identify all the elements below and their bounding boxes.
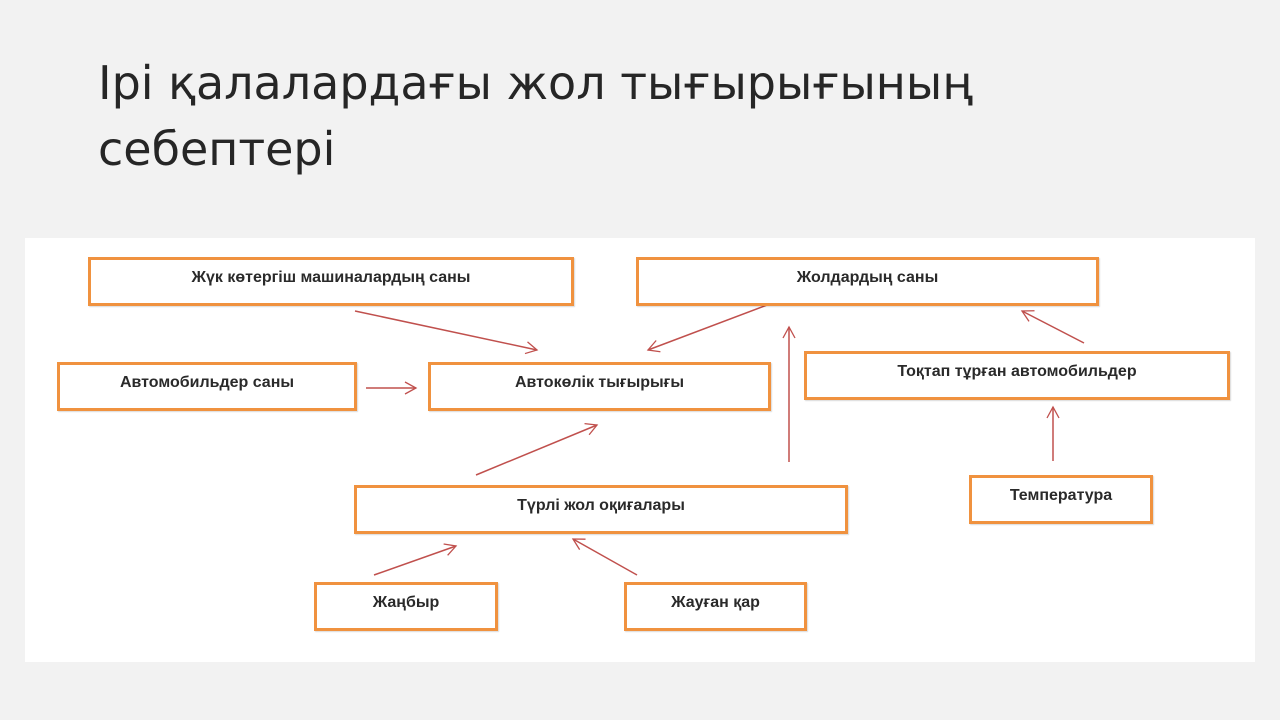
arrow-snow-to-accidents <box>571 538 638 576</box>
node-traffic-jam: Автокөлік тығырығы <box>428 362 771 411</box>
node-snow: Жауған қар <box>624 582 807 631</box>
arrow-trucks-to-jam <box>354 310 539 355</box>
slide-title-line1: Ірі қалалардағы жол тығырығының <box>98 56 973 110</box>
arrow-parked-to-roads <box>1020 310 1085 344</box>
arrow-roads-to-jam <box>646 304 768 353</box>
node-accidents: Түрлі жол оқиғалары <box>354 485 848 534</box>
arrow-rain-to-accidents <box>373 543 458 576</box>
slide-title-line2: себептері <box>98 122 336 176</box>
node-parked-cars: Тоқтап тұрған автомобильдер <box>804 351 1230 400</box>
node-temperature: Температура <box>969 475 1153 524</box>
arrow-accidents-to-jam <box>475 423 599 476</box>
node-cars-count: Автомобильдер саны <box>57 362 357 411</box>
slide-title: Ірі қалалардағы жол тығырығының себептер… <box>98 50 973 182</box>
node-trucks: Жүк көтергіш машиналардың саны <box>88 257 574 306</box>
node-roads: Жолдардың саны <box>636 257 1099 306</box>
node-rain: Жаңбыр <box>314 582 498 631</box>
